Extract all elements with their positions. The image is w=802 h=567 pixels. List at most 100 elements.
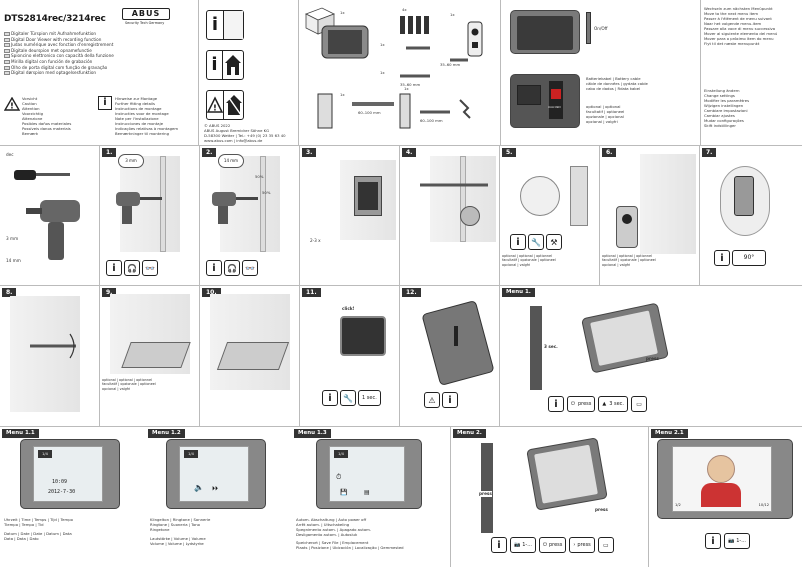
right-icon: › (573, 542, 576, 548)
house-check-icon: i (206, 50, 244, 80)
fitting-notes-list: Hinweise zur Montage Further fitting det… (115, 96, 179, 136)
qty-bolt-a: 1x (380, 42, 385, 47)
menu-2-sequence: i 📷1-... ⏻press ›press ▭ (491, 537, 614, 553)
viewer-back: microSD (510, 74, 580, 128)
camera-icon: 📷 (514, 542, 521, 548)
menu-1-2: Menu 1.2 1/4 🔈 ⏵⏵ Klingelton | Ringtone … (146, 427, 292, 567)
viewer-front (510, 10, 580, 54)
header-panel: DTS2814rec/3214rec ABUS Security Tech Ge… (4, 4, 196, 144)
power-icon: ⏻ (571, 401, 575, 407)
abus-logo: ABUS (122, 8, 170, 20)
info-icon: i (98, 96, 112, 110)
row-divider-2 (0, 285, 802, 286)
screen-icon: ▭ (631, 396, 648, 412)
col-divider-b (298, 0, 299, 145)
tagline: Security Tech Germany (125, 21, 165, 25)
step-6: 6. optional | optional | optionnel facul… (599, 146, 699, 285)
step-5: 5. i🔧⚒ optional | optional | optionnel f… (499, 146, 599, 285)
qty-viewer: 1x (340, 10, 345, 15)
menu-1: Menu 1. 3 sec. press i ⏻press ▲3 sec. ▭ (499, 286, 700, 426)
step-12: 12. ⚠i (399, 286, 499, 426)
menu-2: Menu 2. press press i 📷1-... ⏻press ›pre… (450, 427, 648, 567)
dim-a: 35–60 mm (440, 62, 461, 67)
step-2: 2. 14 mm 50% 50% i🎧👓 (199, 146, 299, 285)
menu-1-3-labels: Autom. Abschaltung | Auto power off Arrê… (296, 517, 404, 550)
description-list: Digitaler Türspion mit Aufnahmefunktion … (4, 31, 194, 76)
cable-labels: Batteriekabel | Battery cable câble de d… (586, 76, 648, 91)
rotate-count: 2-3 x (310, 238, 321, 243)
svg-text:!: ! (10, 102, 14, 111)
manual-info-icon: i (206, 10, 244, 40)
qty-batteries: 4x (402, 7, 407, 12)
drill-size-small: 3 mm (6, 236, 19, 241)
card-icon: ▤ (364, 489, 370, 496)
optional-labels: optional | optional facultatif | optione… (586, 104, 625, 124)
menu-1-1: Menu 1.1 1/4 10:09 2012-7-30 Uhrzeit | T… (0, 427, 146, 567)
step-9: 9. optional | optional | optionnel facul… (99, 286, 199, 426)
date-readout: 2012-7-30 (48, 489, 76, 495)
step-4: 4. (399, 146, 499, 285)
onoff-label: On/Off (594, 26, 608, 31)
step-8: 8. (0, 286, 98, 426)
warning-triangle-icon: ! (4, 96, 21, 115)
clock-readout: 10:09 (52, 479, 68, 485)
angle-badge: 90° (732, 250, 766, 266)
click-label: click! (342, 306, 355, 311)
col-divider-a (198, 0, 199, 145)
viewer-menu-1 (581, 302, 669, 374)
dim-b: 35–60 mm (400, 82, 421, 87)
optional-note-6: optional | optional | optionnel facultat… (602, 254, 656, 267)
drill-size-large: 14 mm (6, 258, 21, 263)
desc-pt: Olho de porta digital com função de grav… (4, 65, 194, 71)
step-10: 10. (199, 286, 299, 426)
desc-de: Digitaler Türspion mit Aufnahmefunktion (4, 31, 194, 37)
viewer-side (586, 12, 591, 44)
desc-it: Spioncino elettronico con capacità della… (4, 53, 194, 59)
power-icon-2: ⏻ (543, 542, 547, 548)
record-total: 10/12 (758, 503, 769, 507)
step-7: 7. i 90° (699, 146, 802, 285)
menu-1-sequence: i ⏻press ▲3 sec. ▭ (548, 396, 648, 412)
step-11: 11. click! i🔧 1 sec. (299, 286, 399, 426)
menu-2-1: Menu 2.1 1/2 10/12 i 📷1-... (648, 427, 802, 567)
speaker-icon: 🔈 (194, 483, 204, 492)
timer-icon: ⏱ (336, 473, 342, 481)
press-label-3: press (595, 507, 608, 512)
skip-icon: ⏵⏵ (212, 485, 219, 492)
desc-fr: Judas numérique avec fonction d'enregist… (4, 42, 194, 48)
qty-bolt-b: 1x (380, 70, 385, 75)
dim-d: 60–100 mm (420, 118, 443, 123)
tools-cell: dec 3 mm 14 mm (0, 146, 98, 285)
svg-text:!: ! (213, 104, 217, 113)
press-label-2: press (479, 491, 492, 497)
row-divider-1 (0, 145, 802, 146)
step-3: 3. 2-3 x (299, 146, 399, 285)
optional-note-5: optional | optional | optionnel facultat… (502, 254, 556, 267)
record-index: 1/2 (675, 503, 681, 507)
desc-es: Mirilla digital con función de grabación (4, 59, 194, 65)
camera-icon-2: 📷 (728, 538, 735, 544)
row-divider-3 (0, 426, 802, 427)
desc-nl: Digitale deurspion met opnamefunctie (4, 48, 194, 54)
icon-column: i i ! © ABUS 2022 ABUS August Bremicker … (202, 4, 296, 144)
step-1: 1. 3 mm i🎧👓 (99, 146, 199, 285)
warnings-list: Vorsicht Caution Attention Voorzichtig A… (22, 96, 72, 136)
house-warning-icon: ! (206, 90, 244, 120)
desc-da: Digital dørspion med optagelsesfunktion (4, 70, 194, 76)
up-icon: ▲ (602, 401, 607, 407)
nav-change-list: Einstellung ändern Change settings Modif… (704, 88, 750, 128)
qty-plate-b: 1x (404, 86, 409, 91)
menu-2-1-sequence: i 📷1-... (705, 533, 750, 549)
dim-c: 60–100 mm (358, 110, 381, 115)
parts-panel: 1x 4x 1x 1x 1x 1x 1x 35–60 mm 35–60 mm 6… (300, 2, 498, 144)
time-badge: 1 sec. (358, 390, 381, 406)
nav-next-list: Wechseln zum nächsten Menüpunkt Move to … (704, 6, 778, 46)
menu-nav-panel: Wechseln zum nächsten Menüpunkt Move to … (702, 2, 802, 144)
qty-camera: 1x (450, 12, 455, 17)
screwdriver-label: dec (6, 152, 14, 157)
menu-1-1-labels: Uhrzeit | Time | Temps | Tijd | Tempo Ti… (4, 517, 73, 541)
hold-duration: 3 sec. (544, 344, 558, 349)
desc-en: Digital Door Viewer with recording funct… (4, 37, 194, 43)
screen-icon-2: ▭ (597, 537, 614, 553)
device-panel: On/Off microSD Batteriekabel | Battery c… (502, 2, 698, 144)
